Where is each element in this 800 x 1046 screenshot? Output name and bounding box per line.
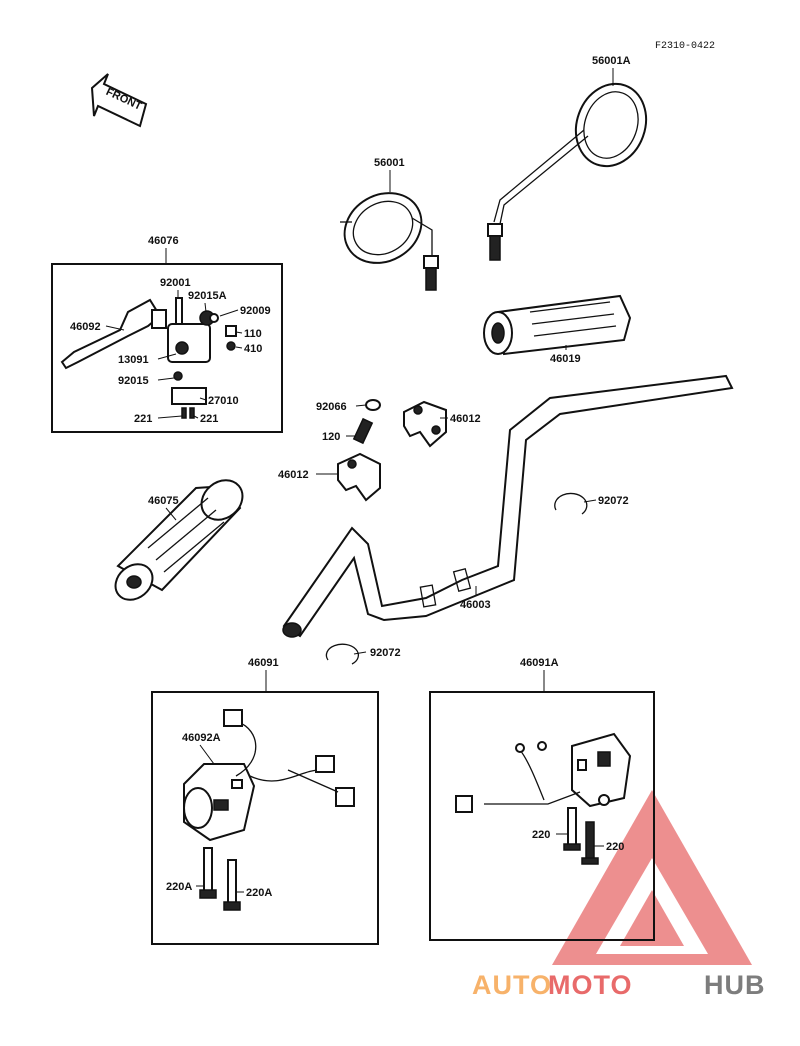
callout-92001: 92001: [160, 277, 191, 289]
holder-lower: [337, 452, 381, 502]
screws-220A: [199, 847, 241, 911]
callout-220A-b: 220A: [246, 887, 272, 899]
watermark-part-hub: HUB: [704, 970, 766, 1000]
watermark-logo: [552, 790, 752, 965]
lever-assembly-box: [51, 263, 283, 433]
callout-221-a: 221: [134, 413, 152, 425]
clip-92072-upper: [554, 492, 588, 515]
holder-upper: [403, 400, 447, 448]
diagram-code: F2310-0422: [655, 41, 715, 52]
callout-410: 410: [244, 343, 262, 355]
nut-92066: [365, 399, 381, 411]
watermark-part-auto: AUTO: [472, 970, 552, 1000]
callout-56001A: 56001A: [592, 55, 631, 67]
callout-92015A: 92015A: [188, 290, 227, 302]
left-switch-housing: [183, 709, 355, 842]
handlebar: [282, 374, 734, 638]
callout-92015: 92015: [118, 375, 149, 387]
bolt-120: [352, 417, 374, 445]
callout-220A-a: 220A: [166, 881, 192, 893]
mirror-right: [487, 82, 648, 261]
callout-13091: 13091: [118, 354, 149, 366]
callout-46091A: 46091A: [520, 657, 559, 669]
callout-92009: 92009: [240, 305, 271, 317]
callout-46003: 46003: [460, 599, 491, 611]
right-switch-housing: [455, 732, 632, 813]
callout-120: 120: [322, 431, 340, 443]
callout-221-b: 221: [200, 413, 218, 425]
callout-220-b: 220: [606, 841, 624, 853]
clip-92072-lower: [325, 643, 359, 665]
callout-110: 110: [244, 328, 262, 340]
callout-46075: 46075: [148, 495, 179, 507]
right-switch-box: [429, 691, 655, 941]
callout-46092: 46092: [70, 321, 101, 333]
left-switch-box: [151, 691, 379, 945]
grip-right: [483, 294, 632, 356]
grip-left: [114, 479, 244, 601]
clutch-lever: [60, 298, 167, 370]
front-arrow-icon: FRONT: [90, 73, 148, 128]
callout-46012-upper: 46012: [450, 413, 481, 425]
callout-46092A: 46092A: [182, 732, 221, 744]
callout-56001: 56001: [374, 157, 405, 169]
watermark-text: AUTO MOTO HUB: [472, 970, 766, 1000]
callout-46019: 46019: [550, 353, 581, 365]
watermark-part-moto: MOTO: [548, 970, 633, 1000]
mirror-left: [340, 192, 439, 291]
callout-92072-upper: 92072: [598, 495, 629, 507]
lever-holder: [167, 297, 237, 419]
callout-46012-lower: 46012: [278, 469, 309, 481]
callout-27010: 27010: [208, 395, 239, 407]
callout-46076: 46076: [148, 235, 179, 247]
callout-92072-lower: 92072: [370, 647, 401, 659]
callout-46091: 46091: [248, 657, 279, 669]
screws-220: [563, 807, 599, 865]
callout-92066: 92066: [316, 401, 347, 413]
callout-220-a: 220: [532, 829, 550, 841]
